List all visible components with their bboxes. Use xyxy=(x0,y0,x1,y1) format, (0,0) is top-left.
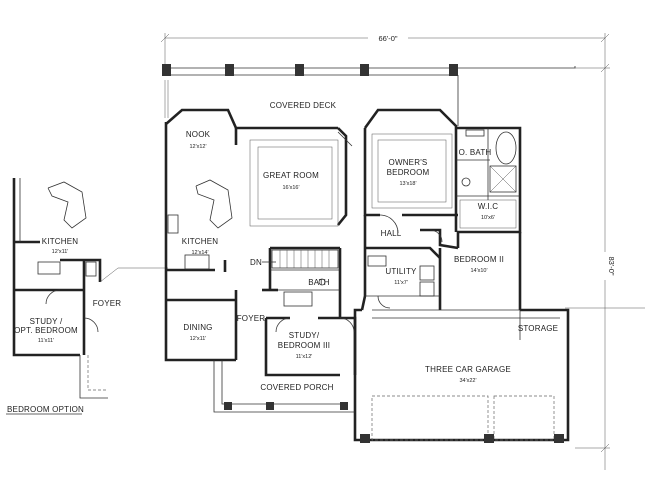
bedroom-option-caption: BEDROOM OPTION xyxy=(7,405,84,414)
interior-walls xyxy=(166,127,560,377)
room-labels: COVERED DECK NOOK 12'x12' GREAT ROOM 16'… xyxy=(182,101,558,392)
option-kitchen-size: 12'x11' xyxy=(52,249,69,255)
foyer-label: FOYER xyxy=(237,314,266,323)
option-foyer-label: FOYER xyxy=(93,299,122,308)
owners-bedroom-label-line2: BEDROOM xyxy=(387,168,430,177)
bedroom-ii-label: BEDROOM II xyxy=(454,255,504,264)
garage-label: THREE CAR GARAGE xyxy=(425,365,511,374)
bedroom-ii-size: 14'x10' xyxy=(470,268,487,274)
bath-label: BATH xyxy=(308,278,330,287)
option-study-size: 11'x11' xyxy=(38,338,54,344)
covered-deck-label: COVERED DECK xyxy=(270,101,337,110)
utility-label: UTILITY xyxy=(385,267,417,276)
study-bedroom-iii-size: 11'x12' xyxy=(296,354,313,360)
dn-label: DN xyxy=(250,258,262,267)
wic-size: 10'x6' xyxy=(481,215,495,221)
hall-label: HALL xyxy=(381,229,402,238)
study-bedroom-iii-label-line1: STUDY/ xyxy=(289,331,320,340)
dimension-lines: 66'-0" 83'-0" xyxy=(118,33,645,470)
nook-size: 12'x12' xyxy=(189,144,206,150)
stairs xyxy=(262,249,339,269)
utility-size: 11'x7' xyxy=(394,280,408,286)
depth-dimension: 83'-0" xyxy=(607,256,616,275)
nook-label: NOOK xyxy=(186,130,211,139)
dining-label: DINING xyxy=(183,323,212,332)
fixtures xyxy=(167,129,564,443)
covered-porch-label: COVERED PORCH xyxy=(260,383,333,392)
garage-size: 34'x22' xyxy=(459,378,476,384)
wic-label: W.I.C xyxy=(478,202,499,211)
o-bath-label: O. BATH xyxy=(459,148,492,157)
owners-bedroom-label-line1: OWNER'S xyxy=(389,158,428,167)
dining-size: 12'x11' xyxy=(190,336,207,342)
great-room-size: 16'x16' xyxy=(282,185,299,191)
storage-label: STORAGE xyxy=(518,324,558,333)
bedroom-option-inset: KITCHEN 12'x11' FOYER STUDY / OPT. BEDRO… xyxy=(6,178,122,415)
width-dimension: 66'-0" xyxy=(378,34,397,43)
study-bedroom-iii-label-line2: BEDROOM III xyxy=(278,341,330,350)
kitchen-size: 12'x14' xyxy=(191,250,208,256)
owners-bedroom-size: 13'x18' xyxy=(399,181,416,187)
great-room-label: GREAT ROOM xyxy=(263,171,319,180)
option-kitchen-label: KITCHEN xyxy=(42,237,79,246)
kitchen-label: KITCHEN xyxy=(182,237,219,246)
option-study-label-line2: OPT. BEDROOM xyxy=(14,326,78,335)
covered-deck xyxy=(162,64,576,126)
option-study-label-line1: STUDY / xyxy=(30,317,63,326)
exterior-walls xyxy=(164,108,570,442)
